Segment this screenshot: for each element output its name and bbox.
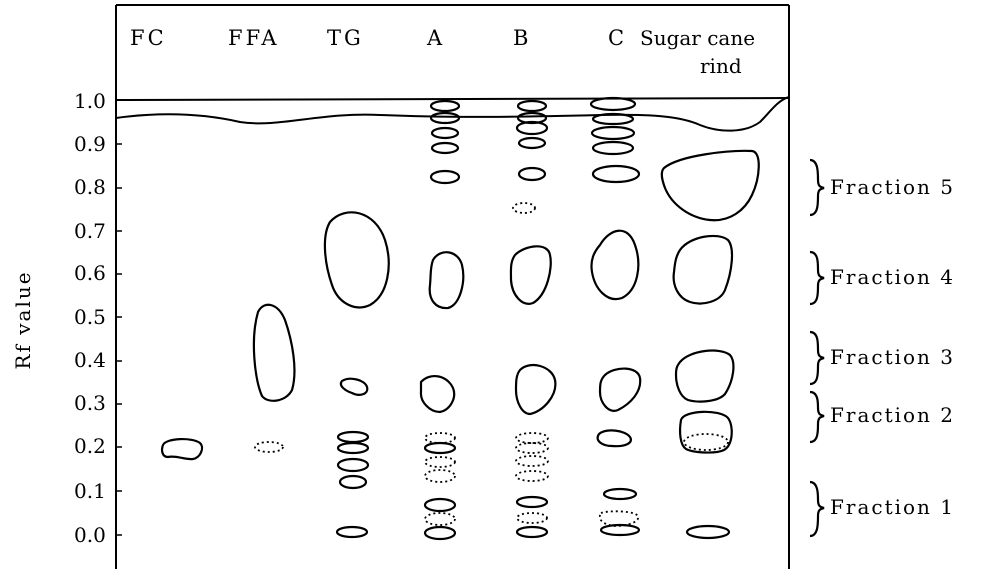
spot-c-mid xyxy=(591,231,638,299)
spot-b-faint-1 xyxy=(516,433,548,443)
lane-label-fc: FC xyxy=(130,26,167,50)
y-tick-label: 0.8 xyxy=(74,175,106,199)
y-tick-label: 1.0 xyxy=(74,89,106,113)
y-tick-label: 0.9 xyxy=(74,132,106,156)
fraction-label-2: Fraction 2 xyxy=(830,403,955,427)
spot-a-top-4 xyxy=(432,143,458,153)
spot-a-faint-6 xyxy=(425,513,455,525)
spot-tg-large xyxy=(325,212,389,307)
lane-label-a: A xyxy=(426,26,445,50)
fraction-label-3: Fraction 3 xyxy=(830,345,955,369)
lane-label-ffa: FFA xyxy=(228,26,279,50)
spot-a-low xyxy=(421,376,454,412)
lane-label-b: B xyxy=(513,26,531,50)
lane-label-c: C xyxy=(608,26,627,50)
spot-rind-faint xyxy=(684,434,728,450)
spot-c-low xyxy=(600,369,640,411)
spot-b-bottom xyxy=(517,527,547,537)
spot-c-5 xyxy=(593,166,639,182)
spot-b-faint-4 xyxy=(516,471,548,481)
spot-c-top-4 xyxy=(593,142,633,154)
spot-c-faint xyxy=(600,511,638,526)
brace-fraction-3 xyxy=(810,332,824,384)
spot-a-5 xyxy=(431,171,459,183)
lane-label-rind: rind xyxy=(700,54,742,78)
spot-b-5b xyxy=(517,497,547,507)
spot-b-faint-3 xyxy=(516,456,548,466)
spot-b-mid xyxy=(511,246,551,303)
y-tick-label: 0.0 xyxy=(74,523,106,547)
spot-a-faint-3 xyxy=(425,457,455,467)
spot-b-low xyxy=(516,365,555,414)
spot-tg-4 xyxy=(338,459,368,471)
spot-c-top-1 xyxy=(591,98,635,110)
spot-b-5 xyxy=(519,168,545,180)
spot-a-faint-1 xyxy=(425,433,455,443)
fraction-label-4: Fraction 4 xyxy=(830,265,955,289)
spot-a-bottom xyxy=(425,527,455,539)
spot-b-faint-2 xyxy=(516,443,548,453)
spot-a-top-3 xyxy=(432,128,458,138)
spot-a-faint-2 xyxy=(425,443,455,453)
spot-c-3 xyxy=(604,489,636,499)
spot-c-2 xyxy=(598,430,631,446)
spot-a-faint-5 xyxy=(425,499,455,511)
spot-a-top-2 xyxy=(431,113,459,123)
y-tick-labels: 0.0 0.1 0.2 0.3 0.4 0.5 0.6 0.7 0.8 0.9 … xyxy=(74,89,106,547)
spot-b-top-1 xyxy=(518,101,546,111)
brace-fraction-4 xyxy=(810,252,824,304)
spot-rind-mid xyxy=(674,236,732,304)
spot-tg-2 xyxy=(338,432,368,442)
fraction-braces xyxy=(810,160,824,536)
spot-b-top-4 xyxy=(519,138,545,148)
spot-tg-1 xyxy=(341,379,367,395)
fraction-label-1: Fraction 1 xyxy=(830,495,955,519)
spot-fc xyxy=(162,439,202,459)
spot-a-top-1 xyxy=(431,101,459,111)
spot-b-faint-5 xyxy=(517,513,547,523)
spot-b-faint-top xyxy=(513,203,535,213)
brace-fraction-1 xyxy=(810,482,824,536)
spot-tg-6 xyxy=(337,527,367,537)
spot-tg-3 xyxy=(338,443,368,453)
spot-rind-top xyxy=(662,151,759,220)
y-tick-label: 0.4 xyxy=(74,348,106,372)
spot-rind-bottom xyxy=(687,526,729,538)
spot-tg-5 xyxy=(340,476,366,488)
y-tick-label: 0.1 xyxy=(74,479,106,503)
spot-ffa-faint xyxy=(255,442,283,452)
spot-a-mid xyxy=(430,252,464,308)
lane-label-tg: TG xyxy=(327,26,364,50)
brace-fraction-5 xyxy=(810,160,824,215)
spot-a-faint-4 xyxy=(425,470,455,482)
y-tick-label: 0.6 xyxy=(74,261,106,285)
spot-ffa-large xyxy=(254,305,295,401)
spot-rind-low xyxy=(676,351,733,402)
y-axis-title: Rf value xyxy=(11,270,35,369)
lane-label-sugar-cane: Sugar cane xyxy=(640,26,755,50)
rf-one-line xyxy=(116,98,789,100)
y-tick-label: 0.7 xyxy=(74,219,106,243)
y-tick-label: 0.3 xyxy=(74,391,106,415)
brace-fraction-2 xyxy=(810,392,824,442)
y-tick-label: 0.5 xyxy=(74,305,106,329)
y-tick-label: 0.2 xyxy=(74,434,106,458)
fraction-label-5: Fraction 5 xyxy=(830,175,955,199)
spot-c-top-3 xyxy=(592,127,634,139)
